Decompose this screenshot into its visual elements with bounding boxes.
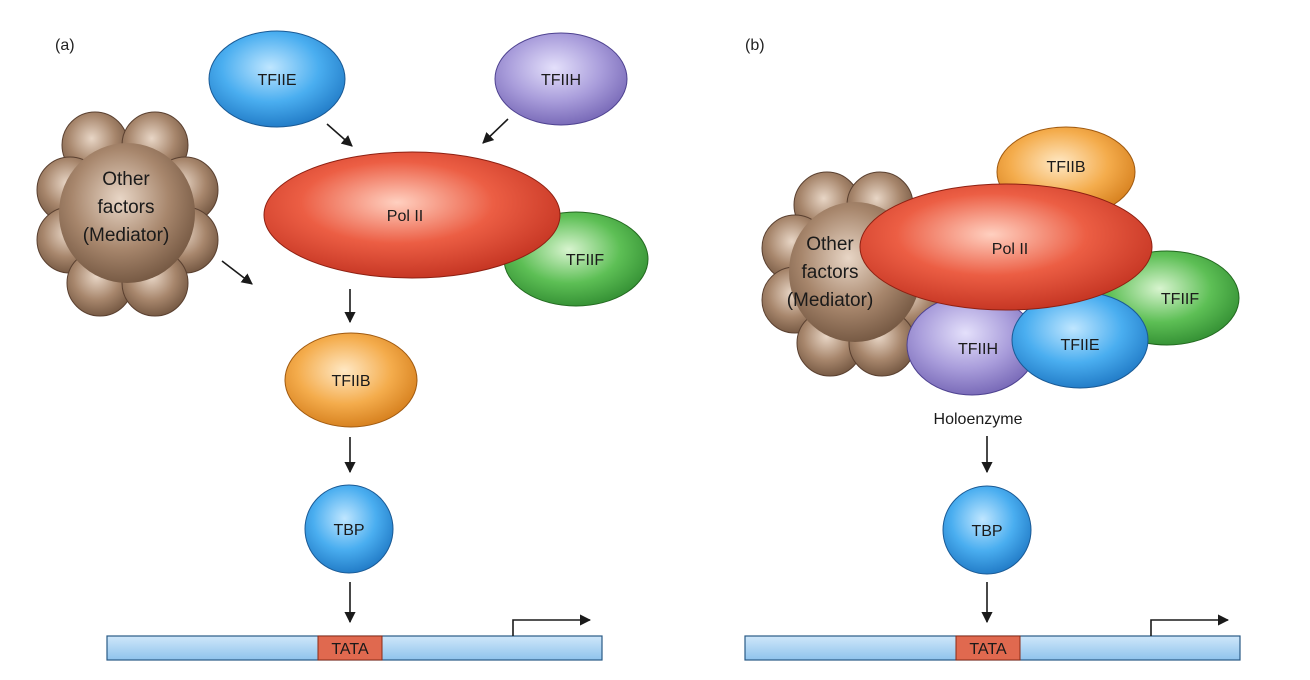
holoenzyme-label: Holoenzyme: [934, 411, 1023, 428]
tata-label-a: TATA: [331, 641, 369, 658]
panel-b-label: (b): [745, 37, 765, 54]
tfiif-b-label: TFIIF: [1161, 291, 1199, 308]
mediator-label-b-line1: Other: [806, 234, 854, 255]
tss-arrow-a: [512, 614, 592, 636]
arrow-tfiih-to-pol2: [482, 118, 509, 144]
tfiib-b-label: TFIIB: [1046, 159, 1085, 176]
tfiif-a-label: TFIIF: [566, 252, 604, 269]
mediator-cluster-a: [36, 111, 219, 317]
tfiie-a: [208, 30, 346, 128]
mediator-label-a-line2: factors: [97, 197, 154, 218]
tbp-b-label: TBP: [971, 523, 1002, 540]
tata-label-b: TATA: [969, 641, 1007, 658]
mediator-label-a-line1: Other: [102, 169, 150, 190]
pol2-b: [859, 183, 1153, 311]
mediator-label-b-line3: (Mediator): [787, 290, 874, 311]
tss-arrow-b: [1150, 614, 1230, 636]
arrow-mediator-to-pol2: [221, 260, 253, 285]
tata-box-b: [955, 635, 1021, 661]
tbp-a-label: TBP: [333, 522, 364, 539]
tfiie-a-label: TFIIE: [257, 72, 296, 89]
arrow-tfiie-to-pol2: [326, 123, 353, 147]
pol2-a: [263, 151, 561, 279]
mediator-label-b-line2: factors: [801, 262, 858, 283]
tbp-a: [304, 484, 394, 574]
tfiih-a-label: TFIIH: [541, 72, 581, 89]
tbp-b: [942, 485, 1032, 575]
panel-a-label: (a): [55, 37, 75, 54]
tfiih-b-label: TFIIH: [958, 341, 998, 358]
pol2-b-label: Pol II: [992, 241, 1028, 258]
tfiih-a: [494, 32, 628, 126]
mediator-label-a-line3: (Mediator): [83, 225, 170, 246]
pol2-a-label: Pol II: [387, 208, 423, 225]
tfiie-b-label: TFIIE: [1060, 337, 1099, 354]
tfiib-a-label: TFIIB: [331, 373, 370, 390]
tata-box-a: [317, 635, 383, 661]
tfiib-a: [284, 332, 418, 428]
